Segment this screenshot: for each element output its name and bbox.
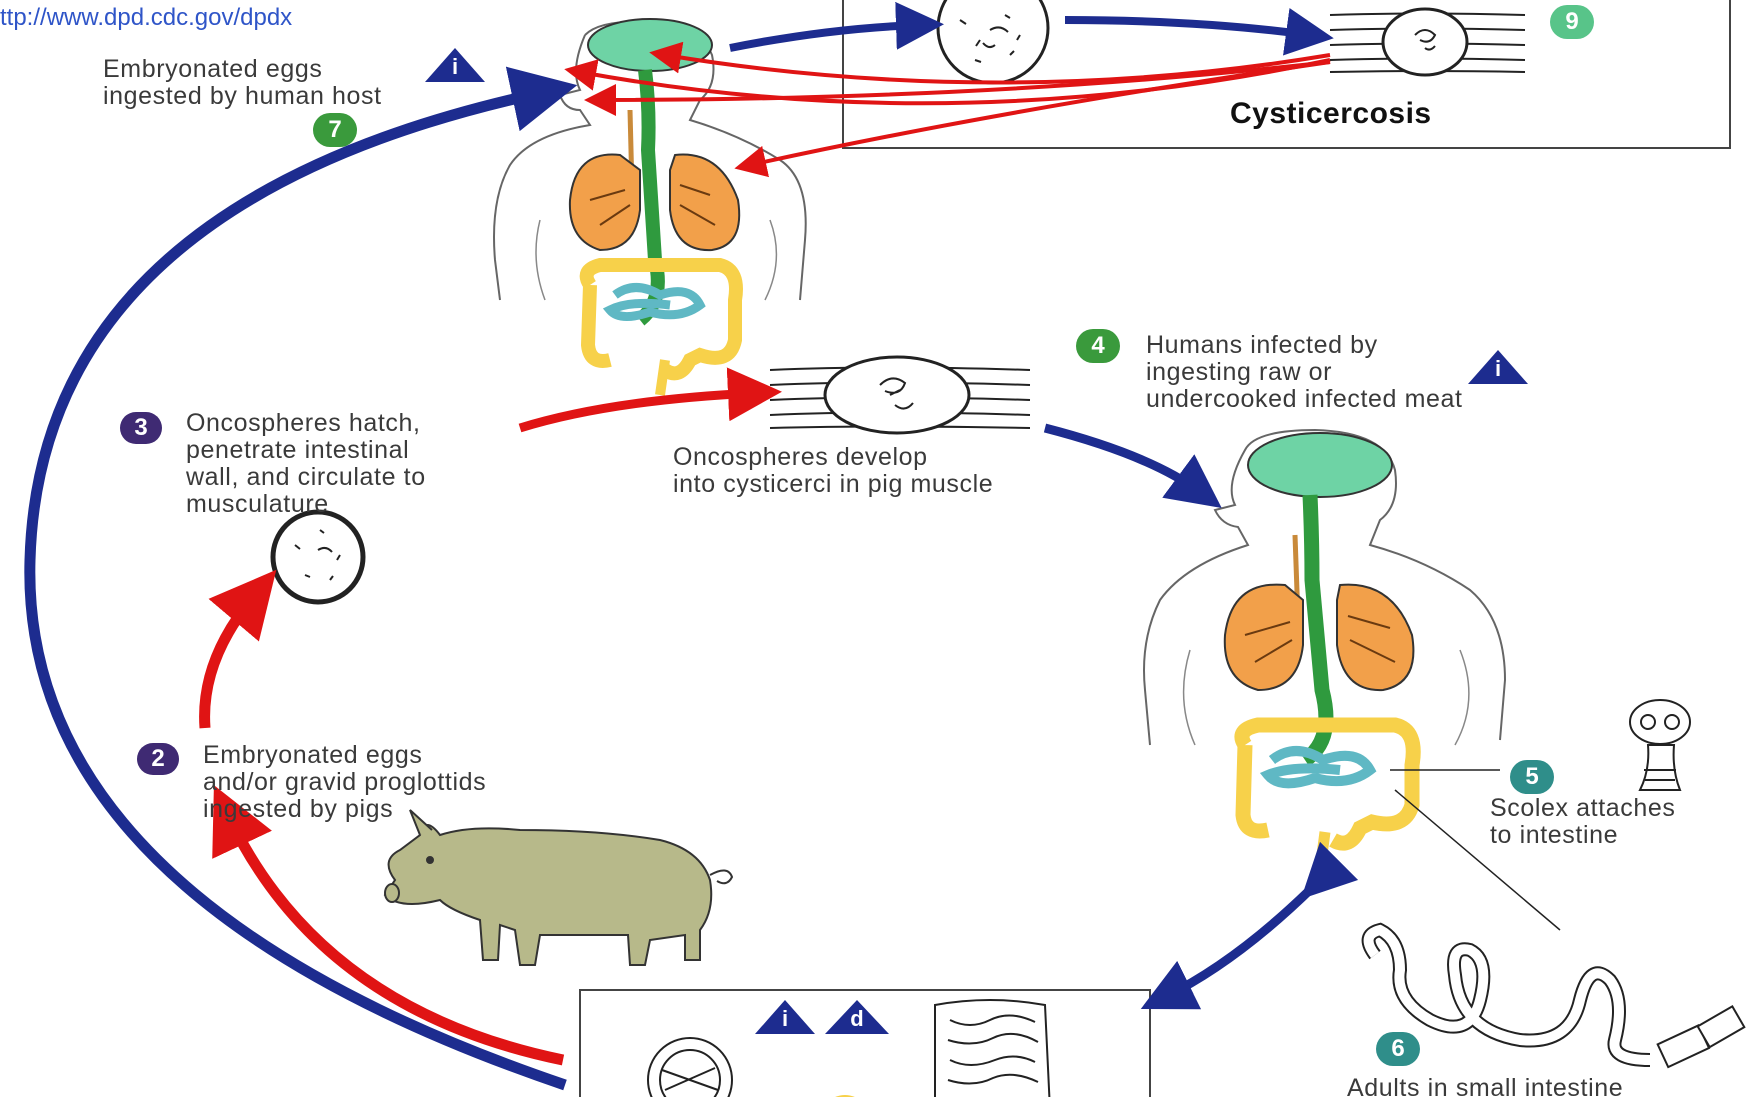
badge-4: 4 bbox=[1076, 329, 1120, 363]
stage-3-line-1: Oncospheres hatch, bbox=[186, 410, 426, 437]
oncosphere-egg bbox=[273, 512, 363, 602]
arrow-cyst-to-human bbox=[1045, 428, 1200, 492]
human-figure-top bbox=[494, 19, 806, 395]
small-intestine-top bbox=[610, 288, 700, 317]
cyst-in-pig-muscle bbox=[770, 357, 1030, 433]
info-icon-7-glyph: i bbox=[445, 54, 465, 80]
stage-4-line-3: undercooked infected meat bbox=[1146, 386, 1463, 413]
badge-6: 6 bbox=[1376, 1032, 1420, 1066]
stage-5-line-2: to intestine bbox=[1490, 822, 1676, 849]
stage-2-label: Embryonated eggs and/or gravid proglotti… bbox=[203, 742, 486, 823]
stage-5-label: Scolex attaches to intestine bbox=[1490, 795, 1676, 849]
badge-9: 9 bbox=[1550, 5, 1594, 39]
lung-right-top bbox=[670, 155, 739, 251]
info-icon-4-glyph: i bbox=[1488, 356, 1508, 382]
stage-6-label: Adults in small intestine bbox=[1347, 1075, 1623, 1097]
scolex bbox=[1630, 700, 1690, 790]
stage-4-line-1: Humans infected by bbox=[1146, 332, 1463, 359]
badge-5: 5 bbox=[1510, 760, 1554, 794]
stage-3-line-4: musculature bbox=[186, 491, 426, 518]
lung-right-bottom bbox=[1337, 585, 1413, 690]
esophagus-top bbox=[640, 70, 658, 320]
diagnostic-egg bbox=[648, 1038, 732, 1097]
stage-4-label: Humans infected by ingesting raw or unde… bbox=[1146, 332, 1463, 413]
stage-7-line-1: Embryonated eggs bbox=[103, 56, 382, 83]
arrow-hatch-to-cyst bbox=[520, 393, 755, 428]
arrow-egg-to-tissue bbox=[1065, 20, 1310, 35]
stage-4-line-2: ingesting raw or bbox=[1146, 359, 1463, 386]
diagnosis-icon-glyph: d bbox=[847, 1006, 867, 1032]
badge-2: 2 bbox=[137, 743, 179, 775]
cysticerci-line-2: into cysticerci in pig muscle bbox=[673, 471, 993, 498]
brain-bottom bbox=[1248, 433, 1392, 497]
cysticerci-label: Oncospheres develop into cysticerci in p… bbox=[673, 444, 993, 498]
stage-5-line-1: Scolex attaches bbox=[1490, 795, 1676, 822]
stage-3-label: Oncospheres hatch, penetrate intestinal … bbox=[186, 410, 426, 518]
cysticerci-line-1: Oncospheres develop bbox=[673, 444, 993, 471]
lung-left-top bbox=[570, 155, 640, 250]
stage-6-line-1: Adults in small intestine bbox=[1347, 1075, 1623, 1097]
stage-2-line-3: ingested by pigs bbox=[203, 796, 486, 823]
cyst-in-tissue-top bbox=[1330, 9, 1525, 75]
adult-tapeworm bbox=[1369, 930, 1745, 1067]
arrow-pig-to-egg bbox=[205, 595, 255, 728]
stage-7-label: Embryonated eggs ingested by human host bbox=[103, 56, 382, 110]
stage-3-line-3: wall, and circulate to bbox=[186, 464, 426, 491]
stage-7-line-2: ingested by human host bbox=[103, 83, 382, 110]
cysticercosis-title: Cysticercosis bbox=[1230, 97, 1432, 131]
arrow-adults-to-box bbox=[1165, 880, 1320, 997]
stage-3-line-2: penetrate intestinal bbox=[186, 437, 426, 464]
human-figure-bottom bbox=[1144, 430, 1560, 930]
gravid-proglottid bbox=[935, 1000, 1050, 1097]
badge-7: 7 bbox=[313, 113, 357, 147]
badge-3: 3 bbox=[120, 412, 162, 444]
source-url[interactable]: ttp://www.dpd.cdc.gov/dpdx bbox=[0, 4, 292, 32]
arrow-human-to-egg bbox=[730, 25, 920, 48]
egg-top bbox=[938, 0, 1048, 83]
info-icon-diagnostic-glyph: i bbox=[775, 1006, 795, 1032]
small-intestine-bottom bbox=[1268, 751, 1370, 783]
lung-left-bottom bbox=[1225, 585, 1303, 690]
stage-2-line-2: and/or gravid proglottids bbox=[203, 769, 486, 796]
pig-illustration bbox=[385, 810, 732, 965]
brain-top bbox=[588, 19, 712, 71]
stage-2-line-1: Embryonated eggs bbox=[203, 742, 486, 769]
